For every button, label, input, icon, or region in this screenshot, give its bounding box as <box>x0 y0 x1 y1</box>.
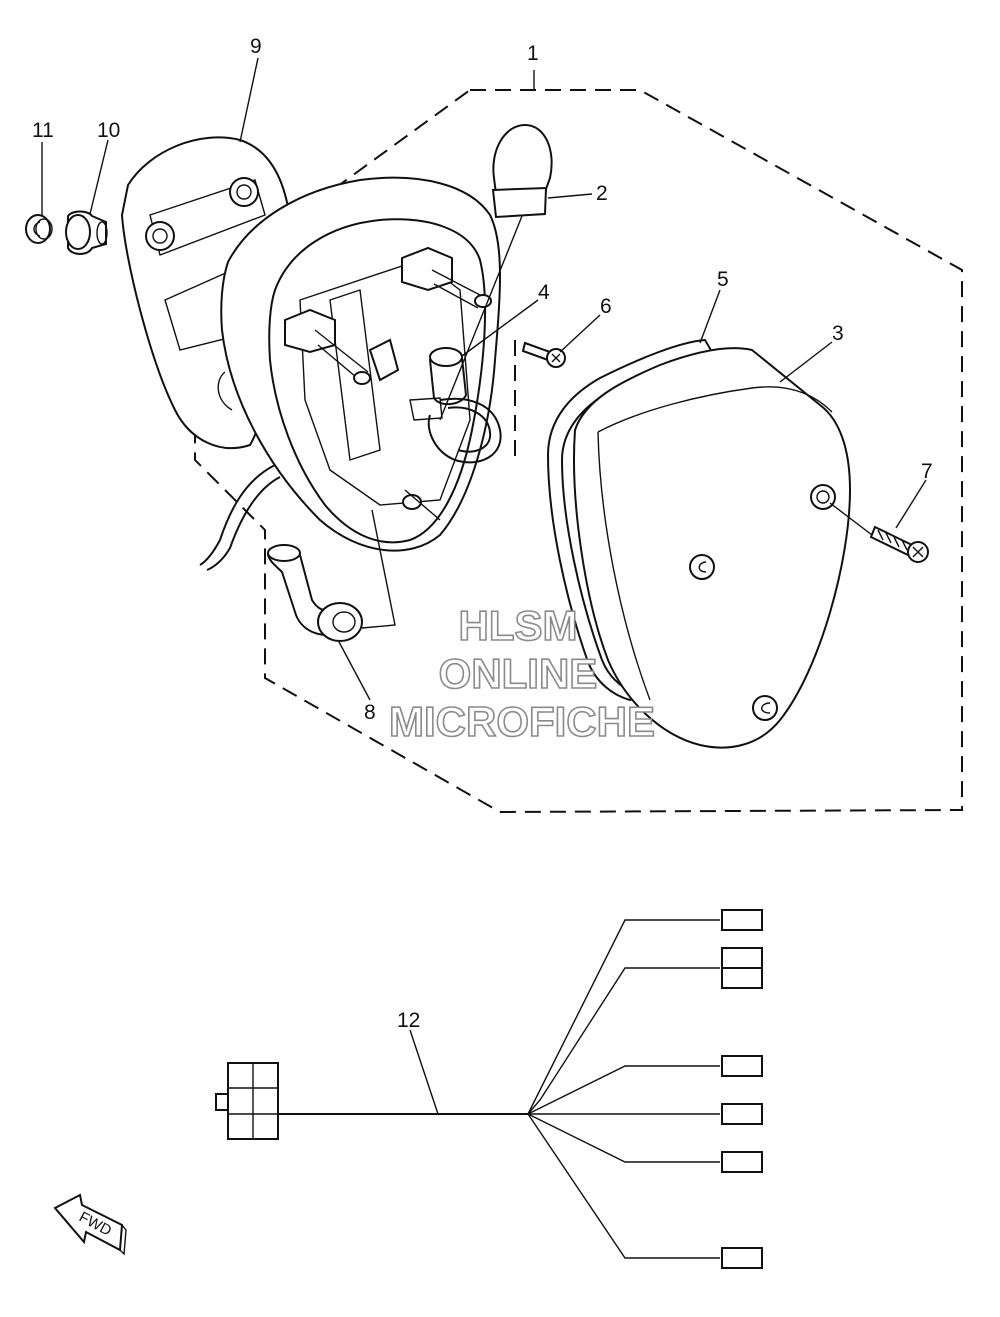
callout-3: 3 <box>832 322 844 345</box>
callout-10: 10 <box>97 119 120 142</box>
part-11-grommet[interactable] <box>25 214 53 244</box>
part-10-collar[interactable] <box>65 210 108 255</box>
callout-9: 9 <box>250 35 262 58</box>
callout-1: 1 <box>527 42 539 65</box>
watermark: HLSM ONLINE MICROFICHE <box>388 601 656 746</box>
part-7-screw[interactable] <box>829 502 929 563</box>
callout-8: 8 <box>364 701 376 724</box>
watermark-line-3: MICROFICHE <box>389 698 655 745</box>
assembly-boundary <box>194 89 963 814</box>
callout-11: 11 <box>32 119 54 142</box>
part-4-socket[interactable] <box>404 347 502 521</box>
leader-lines <box>41 57 927 1115</box>
part-12-wire-harness[interactable] <box>215 909 763 1269</box>
callout-12: 12 <box>397 1009 420 1032</box>
part-6-screw[interactable] <box>514 340 566 465</box>
part-8-grommet[interactable] <box>266 509 396 642</box>
part-5-gasket[interactable] <box>546 338 714 702</box>
lamp-housing[interactable] <box>199 176 501 571</box>
watermark-line-2: ONLINE <box>439 650 598 697</box>
part-2-bulb[interactable] <box>439 123 553 421</box>
fwd-arrow-icon: FWD <box>53 1193 127 1256</box>
callout-5: 5 <box>717 268 729 291</box>
callout-6: 6 <box>600 295 612 318</box>
watermark-line-1: HLSM <box>459 602 578 649</box>
part-3-lens[interactable] <box>573 347 852 749</box>
callout-7: 7 <box>921 460 933 483</box>
callout-2: 2 <box>596 182 608 205</box>
callout-4: 4 <box>538 281 550 304</box>
